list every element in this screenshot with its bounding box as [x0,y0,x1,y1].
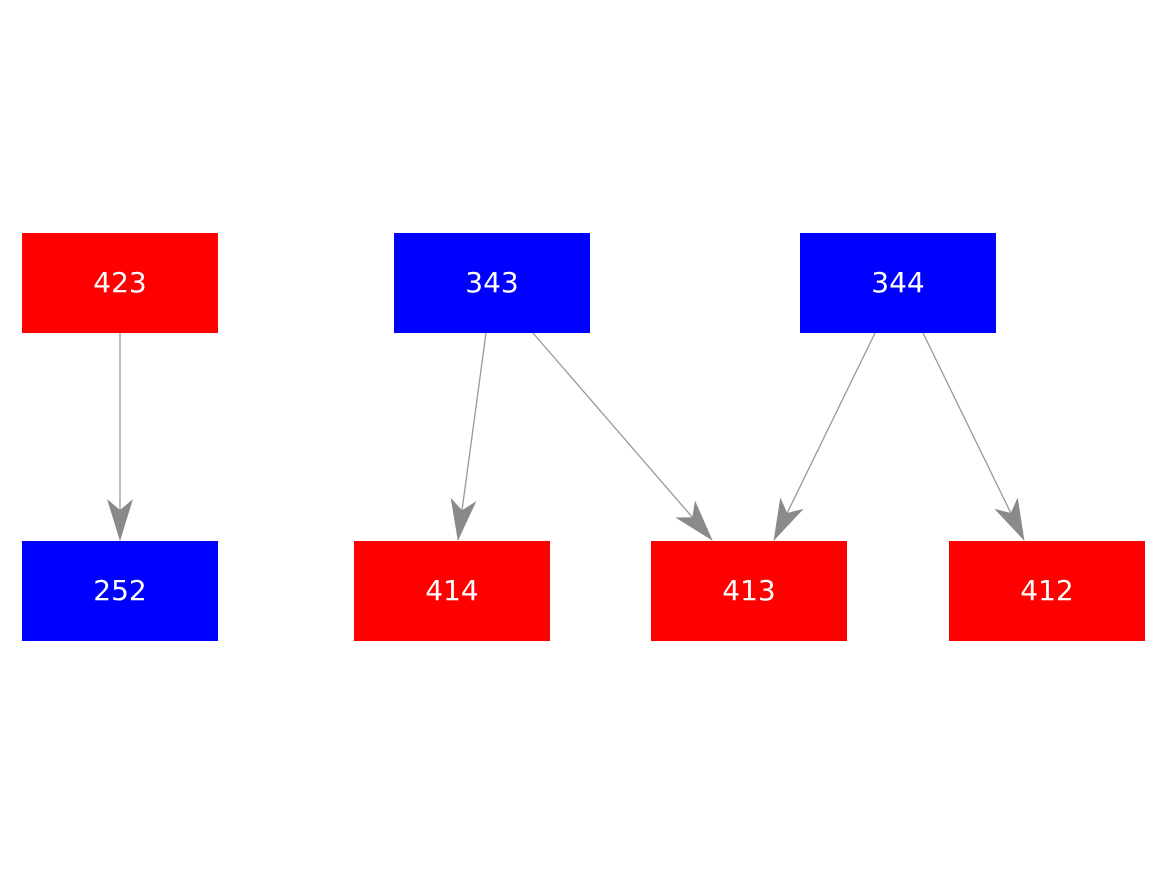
node-344: 344 [800,233,996,333]
node-label: 412 [1020,574,1074,607]
edge-343-414 [450,332,487,541]
node-label: 252 [93,574,147,607]
node-423: 423 [22,233,218,333]
node-label: 414 [425,574,479,607]
node-412: 412 [949,541,1145,641]
node-252: 252 [22,541,218,641]
node-label: 423 [93,266,147,299]
edge-344-413 [773,332,876,541]
node-414: 414 [354,541,550,641]
node-label: 344 [871,266,925,299]
edge-344-412 [922,332,1025,541]
node-label: 343 [465,266,519,299]
node-413: 413 [651,541,847,641]
node-343: 343 [394,233,590,333]
node-label: 413 [722,574,776,607]
edge-343-413 [532,332,713,541]
